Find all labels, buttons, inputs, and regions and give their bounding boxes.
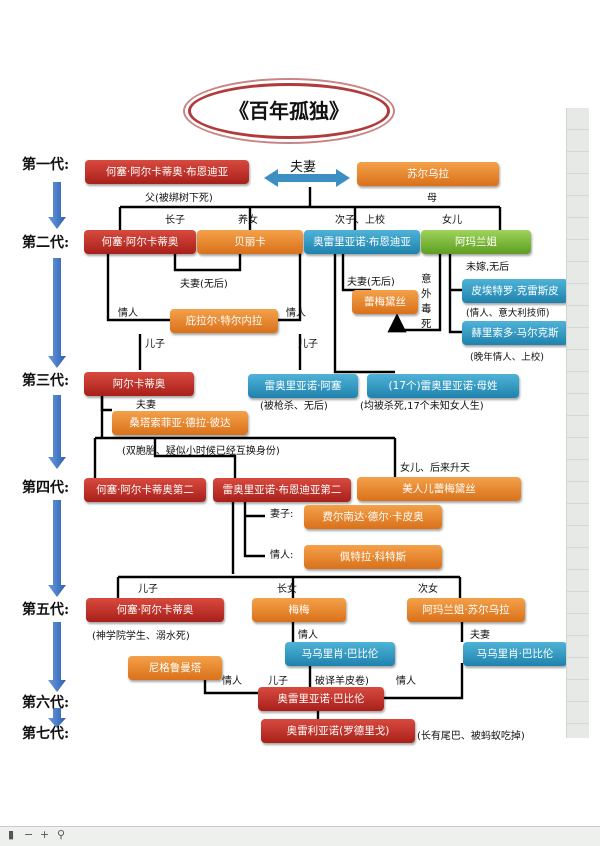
zoom-out-icon[interactable]: − [24,828,34,841]
g6-lover-right-label: 情人 [396,676,416,687]
generation-4-label: 第四代: [22,480,70,496]
person-santa-sofia: 桑塔索菲亚·德拉·彼达 [112,411,248,435]
page-thumbnail-strip[interactable] [566,108,589,738]
person-fernanda: 费尔南达·德尔·卡皮奥 [304,505,442,529]
zoom-in-icon[interactable]: + [40,828,50,841]
g5-second-daughter-label: 次女 [418,584,438,595]
g5-eldest-daughter-label: 长女 [277,584,297,595]
father-note: 父(被绑树下死) [145,193,213,204]
person-aureliano-babilonia: 奥雷里亚诺·巴比伦 [258,687,384,711]
page-title: 《百年孤独》 [188,83,390,139]
pietro-note: (情人、意大利技师) [466,308,550,319]
person-aureliano-jose: 雷奥里亚诺·阿塞 [248,374,358,398]
g3-left-note: (被枪杀、无后) [260,401,328,412]
spouse-label: 夫妻 [290,160,317,175]
accident-poison-label: 意外毒死 [421,273,432,330]
second-son-label: 次子、上校 [335,215,385,226]
daughter-ascend-label: 女儿、后来升天 [400,463,470,474]
son-left-label: 儿子 [145,339,165,350]
person-pietro-crespi: 皮埃特罗·克雷斯皮 [462,279,568,303]
g5-jose-note: (神学院学生、溺水死) [92,631,190,642]
g6-son-label: 儿子 [268,676,288,687]
generation-7-label: 第七代: [22,726,70,742]
generation-1-label: 第一代: [22,157,70,173]
son-right-label: 儿子 [298,339,318,350]
spouse-arrow [264,169,350,187]
lover-right-label: 情人 [286,308,306,319]
eldest-son-label: 长子 [165,215,185,226]
bookmark-icon[interactable]: ▮ [8,828,15,841]
person-meme: 梅梅 [252,598,346,622]
lover-left-label: 情人 [118,308,138,319]
g3-right-note: (均被杀死,17个未知女人生) [360,401,484,412]
person-arcadio: 阿尔卡蒂奥 [84,372,194,396]
person-nigromanta: 尼格鲁曼塔 [128,656,222,680]
viewer-toolbar: ▮ − + ⚲ [0,826,600,846]
person-petra-cotes: 佩特拉·科特斯 [304,545,442,569]
adopted-daughter-label: 养女 [238,215,258,226]
person-gaston: 马乌里肖·巴比伦 [463,642,567,666]
g7-note: (长有尾巴、被蚂蚁吃掉) [417,731,525,742]
generation-3-label: 第三代: [22,373,70,389]
gerineldo-note: (晚年情人、上校) [470,352,544,363]
mother-label: 母 [427,193,437,204]
person-jose-arcadio: 何塞·阿尔卡蒂奥 [84,230,196,254]
g5-lover-label: 情人 [298,630,318,641]
g6-lover-left-label: 情人 [222,676,242,687]
g6-decipher-label: 破译羊皮卷) [315,676,369,687]
daughter-label: 女儿 [442,215,462,226]
g3-spouse-label: 夫妻 [136,400,156,411]
generation-6-label: 第六代: [22,695,70,711]
person-amaranta-ursula: 阿玛兰姐·苏尔乌拉 [407,598,525,622]
person-jose-arcadio-ii: 何塞·阿尔卡蒂奥第二 [84,478,206,502]
person-ursula: 苏尔乌拉 [357,162,499,186]
g5-spouse-label: 夫妻 [470,630,490,641]
generation-5-label: 第五代: [22,602,70,618]
spouse-no-heir-label: 夫妻(无后) [180,279,228,290]
lover-label: 情人: [270,550,294,561]
generation-arrows [48,182,66,728]
generation-2-label: 第二代: [22,235,70,251]
person-remedios: 蕾梅黛丝 [352,290,418,314]
person-gerineldo-marquez: 赫里索多·马尔克斯 [462,321,568,345]
person-aureliano-buendia: 奥雷里亚诺·布恩迪亚 [304,230,420,254]
spouse-no-heir-label-2: 夫妻(无后) [347,277,395,288]
person-rebeca: 贝丽卡 [197,230,303,254]
person-amaranta: 阿玛兰姐 [421,230,531,254]
person-remedios-the-beauty: 美人儿蕾梅黛丝 [357,477,521,501]
unmarried-label: 未嫁,无后 [466,262,510,273]
person-jose-arcadio-g5: 何塞·阿尔卡蒂奥 [86,598,224,622]
g5-son-label: 儿子 [138,584,158,595]
person-mauricio-babilonia: 马乌里肖·巴比伦 [285,642,395,666]
person-pilar-ternera: 庇拉尔·特尔内拉 [170,309,278,333]
wife-label: 妻子: [270,509,294,520]
person-aureliano-rodrigo: 奥雷利亚诺(罗德里戈) [261,719,415,743]
twins-note: (双胞胎、疑似小时候已经互换身份) [122,446,280,457]
person-seventeen-aurelianos: (17个)雷奥里亚诺·母姓 [367,374,519,398]
person-aureliano-ii: 雷奥里亚诺·布恩迪亚第二 [213,478,351,502]
person-jose-arcadio-buendia: 何塞·阿尔卡蒂奥·布恩迪亚 [85,160,249,184]
search-icon[interactable]: ⚲ [57,828,66,841]
